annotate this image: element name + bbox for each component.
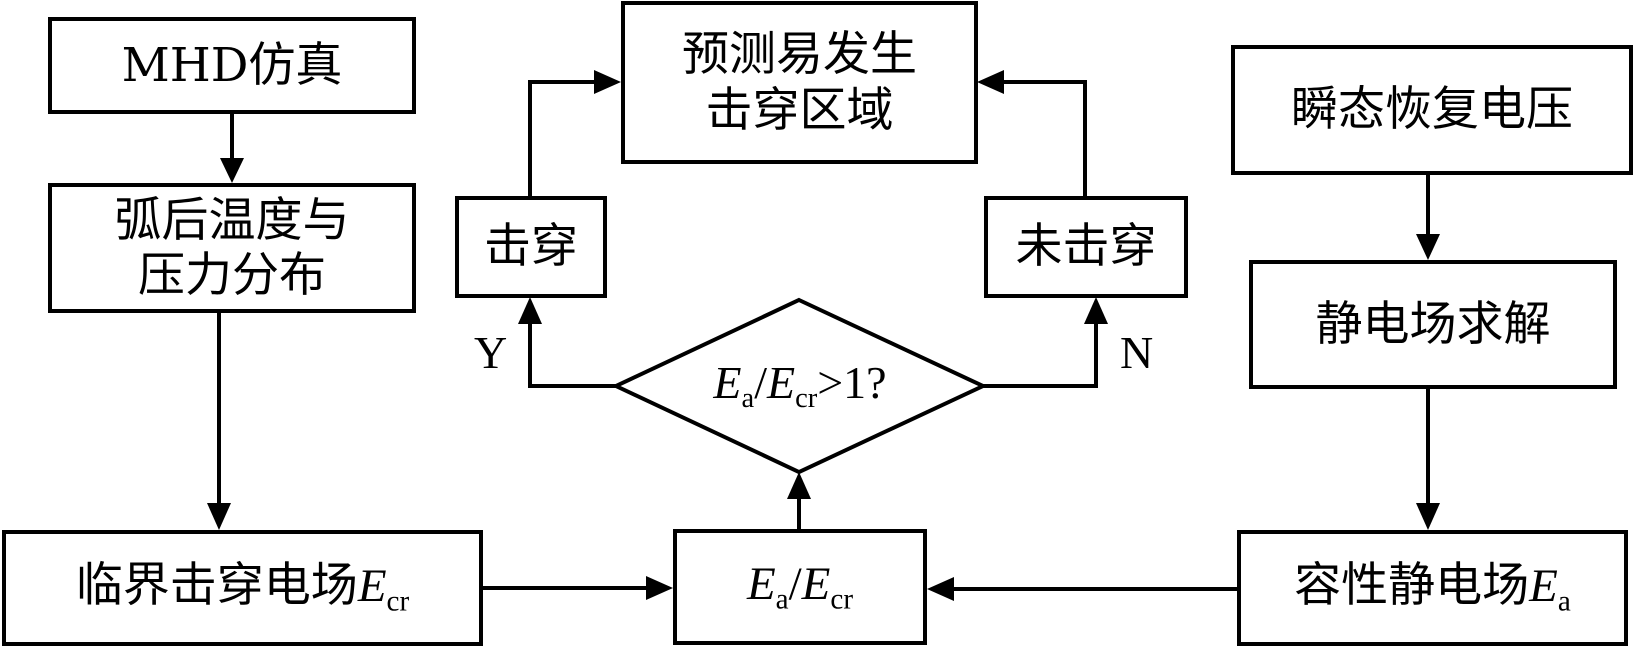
decision-numerator-symbol: E — [713, 357, 742, 409]
ratio-denominator-symbol: E — [801, 558, 831, 611]
arrowhead-decision-to-nobreakdown — [1084, 297, 1108, 324]
edge-breakdown-to-predict — [528, 80, 596, 196]
edge-label-no: N — [1120, 327, 1154, 378]
capacitive-field-subscript: a — [1557, 584, 1571, 617]
edge-decision-to-breakdown — [528, 322, 616, 388]
node-predict-breakdown-region-label: 预测易发生 击穿区域 — [682, 27, 917, 138]
node-transient-recovery-voltage: 瞬态恢复电压 — [1231, 45, 1633, 175]
edge-nobreakdown-to-predict — [1002, 80, 1087, 196]
node-critical-breakdown-field: 临界击穿电场Ecr — [2, 530, 483, 646]
node-post-arc-distribution: 弧后温度与 压力分布 — [48, 183, 416, 313]
arrowhead-breakdown-to-predict — [594, 70, 621, 94]
arrowhead-critical-to-ratio — [646, 576, 673, 600]
arrowhead-decision-to-breakdown — [518, 297, 542, 324]
node-field-ratio: Ea/Ecr — [673, 529, 927, 645]
critical-field-text: 临界击穿电场 — [75, 557, 358, 613]
node-transient-recovery-voltage-label: 瞬态恢复电压 — [1291, 82, 1573, 138]
decision-denominator-subscript: cr — [795, 383, 818, 415]
node-mhd-simulation-label: MHD仿真 — [121, 37, 343, 93]
decision-diamond — [611, 297, 988, 475]
arrowhead-ratio-to-decision — [787, 472, 811, 499]
arrowhead-capacitive-to-ratio — [927, 577, 954, 601]
node-field-ratio-label: Ea/Ecr — [747, 557, 853, 617]
arrowhead-mhd-to-postarc — [220, 158, 244, 183]
ratio-numerator-symbol: E — [746, 558, 776, 611]
edge-decision-to-nobreakdown — [983, 322, 1098, 388]
node-no-breakdown-label: 未击穿 — [1015, 219, 1157, 275]
edge-label-yes: Y — [474, 327, 508, 378]
node-electrostatic-solve: 静电场求解 — [1249, 260, 1617, 389]
ratio-slash: / — [788, 558, 802, 611]
node-breakdown: 击穿 — [455, 196, 607, 298]
decision-label: Ea/Ecr>1? — [640, 346, 960, 426]
ratio-denominator-subscript: cr — [830, 583, 854, 616]
decision-slash: / — [754, 357, 767, 409]
decision-denominator-symbol: E — [766, 357, 796, 409]
capacitive-field-symbol: E — [1529, 559, 1558, 612]
critical-field-subscript: cr — [386, 584, 410, 617]
decision-suffix: >1? — [817, 357, 887, 409]
capacitive-field-text: 容性静电场 — [1294, 557, 1530, 613]
decision-numerator-subscript: a — [741, 383, 755, 415]
node-post-arc-distribution-label: 弧后温度与 压力分布 — [114, 192, 350, 303]
node-capacitive-electrostatic-field-label: 容性静电场Ea — [1294, 558, 1571, 619]
critical-field-symbol: E — [357, 559, 387, 612]
node-no-breakdown: 未击穿 — [984, 196, 1188, 298]
node-predict-breakdown-region: 预测易发生 击穿区域 — [621, 1, 978, 164]
node-capacitive-electrostatic-field: 容性静电场Ea — [1237, 530, 1628, 646]
arrowhead-postarc-to-critical — [207, 503, 231, 530]
node-mhd-simulation: MHD仿真 — [48, 17, 416, 114]
arrowhead-nobreakdown-to-predict — [977, 70, 1004, 94]
node-breakdown-label: 击穿 — [484, 219, 578, 275]
arrowhead-trv-to-solve — [1416, 234, 1440, 260]
node-electrostatic-solve-label: 静电场求解 — [1315, 296, 1551, 352]
arrowhead-solve-to-capacitive — [1416, 503, 1440, 530]
ratio-numerator-subscript: a — [775, 583, 789, 616]
node-critical-breakdown-field-label: 临界击穿电场Ecr — [76, 558, 409, 619]
